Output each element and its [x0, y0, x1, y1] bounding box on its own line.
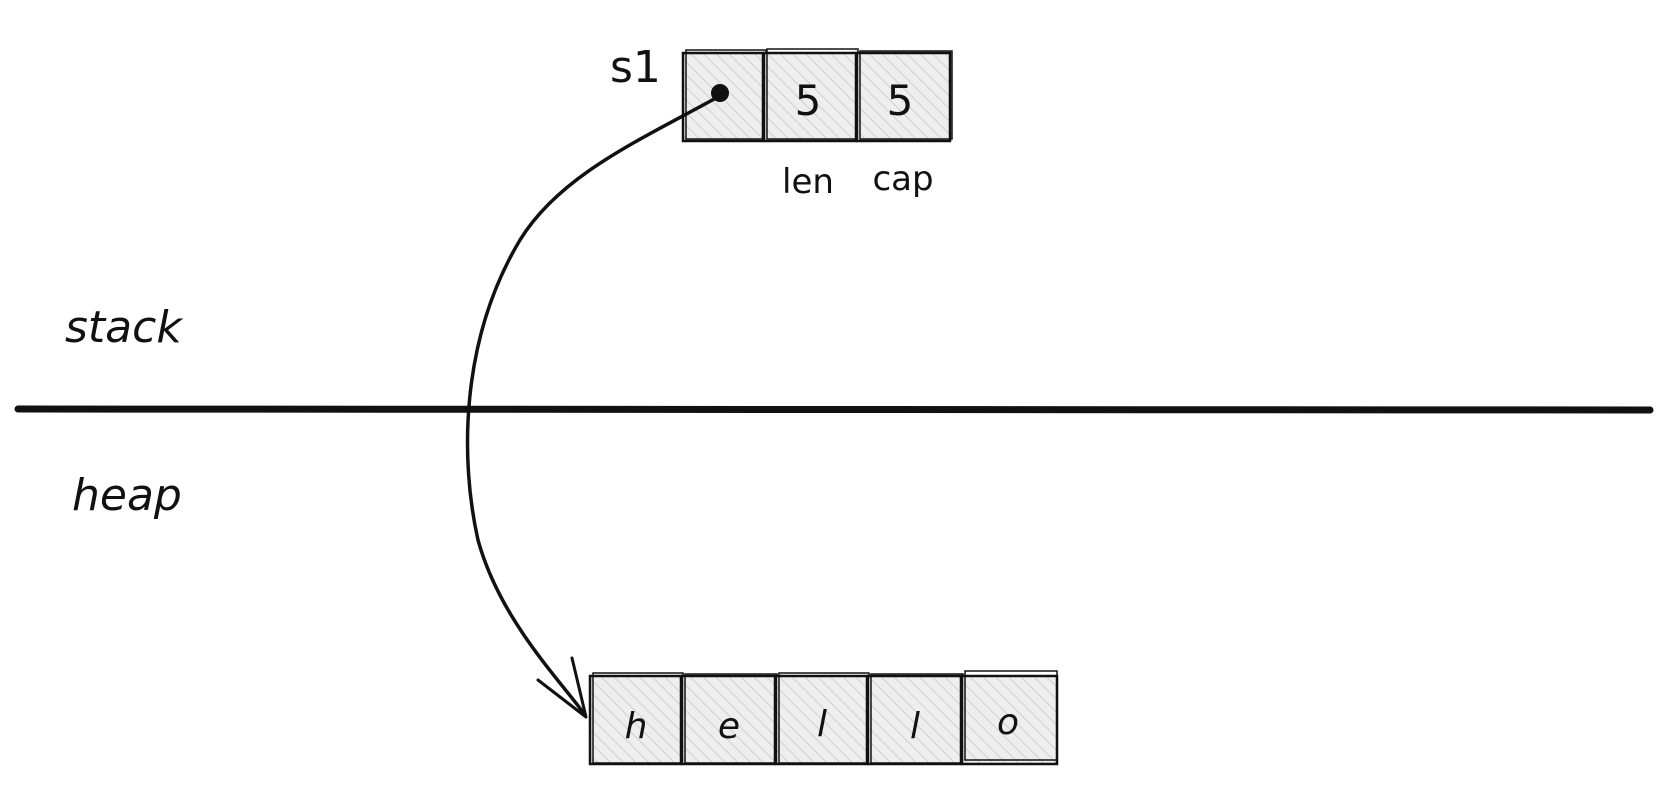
s1-struct: s1 5 5 len cap — [610, 42, 953, 202]
heap-cell-4 — [960, 670, 1059, 766]
heap-char-l1: l — [817, 704, 827, 745]
heap-char-l2: l — [910, 706, 920, 747]
stack-region-label: stack — [65, 302, 183, 353]
struct-cell-cap — [855, 50, 953, 143]
heap-buffer: h e l l o — [588, 670, 1059, 766]
cap-value: 5 — [887, 76, 914, 125]
heap-cell-0 — [588, 672, 684, 766]
pointer-arrow — [465, 96, 718, 719]
len-field-label: len — [782, 162, 834, 202]
len-value: 5 — [795, 76, 822, 125]
heap-cell-3 — [866, 673, 964, 766]
struct-cell-len — [762, 48, 859, 143]
heap-char-o: o — [997, 702, 1019, 743]
heap-char-h: h — [625, 706, 648, 747]
heap-char-e: e — [718, 706, 740, 747]
struct-cell-ptr — [681, 49, 767, 143]
cap-field-label: cap — [872, 159, 933, 199]
heap-cell-2 — [774, 672, 870, 766]
heap-cell-1 — [680, 673, 778, 766]
heap-region-label: heap — [72, 470, 182, 521]
stack-heap-divider — [14, 405, 1654, 414]
s1-variable-label: s1 — [610, 42, 661, 93]
